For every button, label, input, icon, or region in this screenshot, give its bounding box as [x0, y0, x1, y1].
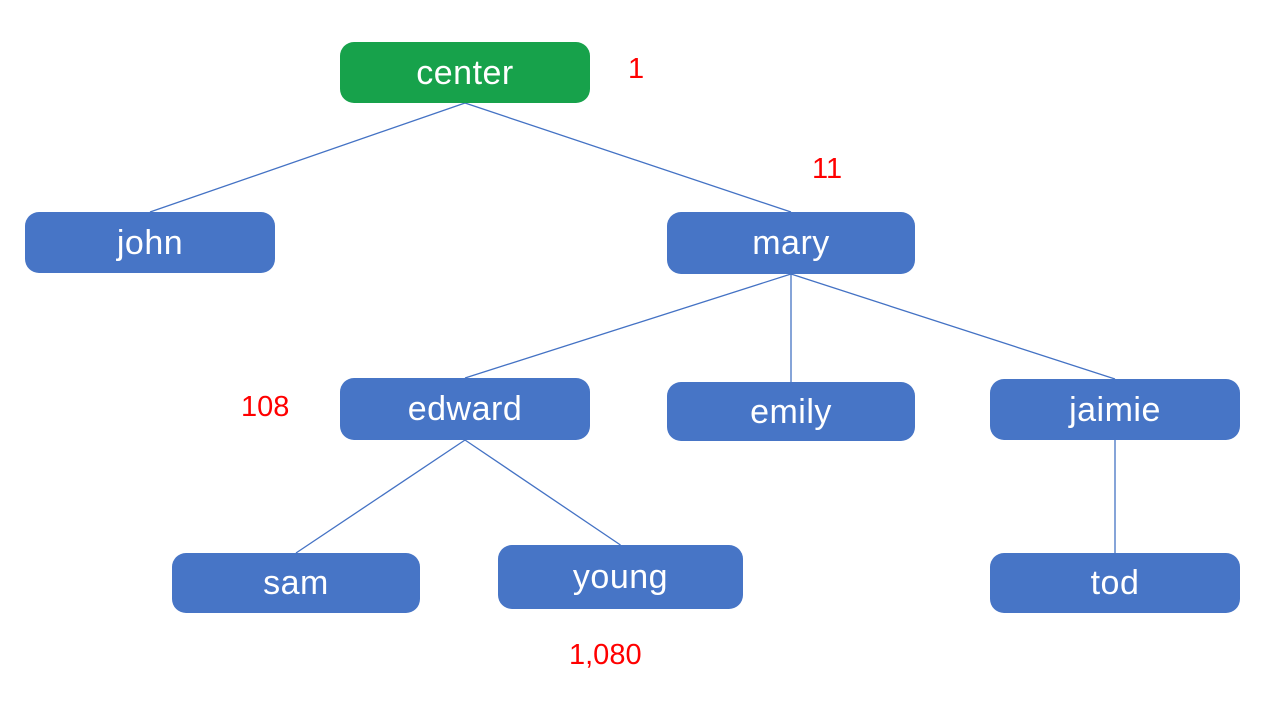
annotation-young-value: 1,080: [569, 639, 642, 671]
annotation-center-value: 1: [628, 53, 645, 85]
node-young-label: young: [572, 558, 669, 596]
node-sam-label: sam: [263, 564, 329, 602]
node-mary-label: mary: [752, 224, 830, 262]
node-john: john: [25, 212, 275, 273]
node-mary: mary: [667, 212, 915, 274]
annotation-mary-value: 11: [812, 153, 843, 185]
node-john-label: john: [116, 223, 184, 262]
node-tod-label: tod: [1090, 564, 1140, 602]
node-emily: emily: [667, 382, 915, 441]
node-emily-label: emily: [750, 392, 832, 431]
node-jaimie-label: jaimie: [1069, 390, 1161, 429]
annotation-edward-value: 108: [241, 391, 290, 423]
node-young: young: [498, 545, 743, 609]
node-jaimie: jaimie: [990, 379, 1240, 440]
node-edward-label: edward: [407, 390, 523, 428]
node-tod: tod: [990, 553, 1240, 613]
node-center: center: [340, 42, 590, 103]
node-center-label: center: [416, 53, 514, 92]
node-edward: edward: [340, 378, 590, 440]
node-sam: sam: [172, 553, 420, 613]
